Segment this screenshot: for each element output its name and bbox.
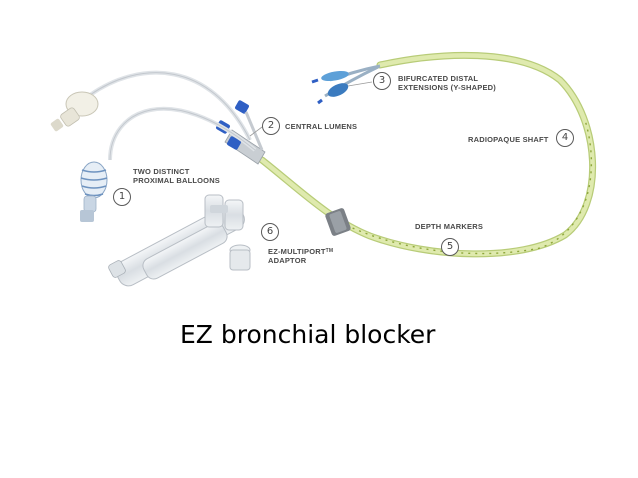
trademark: TM (325, 248, 334, 254)
label-central-lumens: CENTRAL LUMENS (285, 122, 358, 131)
label-line-1: BIFURCATED DISTAL (398, 74, 479, 83)
label-depth-markers: DEPTH MARKERS (415, 222, 484, 231)
depth-markers (339, 119, 593, 255)
label-line-1: TWO DISTINCT (133, 167, 190, 176)
bifurcated-distal-extensions (311, 64, 381, 105)
central-lumens-hub (216, 100, 266, 165)
label-two-distinct-proximal-balloons: TWO DISTINCT PROXIMAL BALLOONS (133, 167, 220, 185)
marker-4: 4 (556, 129, 574, 147)
marker-3: 3 (373, 72, 391, 90)
adaptor-name: EZ-MULTIPORT (268, 247, 326, 256)
slide-caption: EZ bronchial blocker (180, 320, 436, 349)
label-line-2: EXTENSIONS (Y-SHAPED) (398, 83, 496, 92)
shaft-connector (325, 208, 351, 236)
label-ez-multiport-adaptor: EZ-MULTIPORTTM ADAPTOR (268, 247, 333, 265)
marker-6: 6 (261, 223, 279, 241)
label-bifurcated-distal-extensions: BIFURCATED DISTAL EXTENSIONS (Y-SHAPED) (398, 74, 496, 92)
proximal-balloon-blue (80, 161, 108, 222)
label-line-1: EZ-MULTIPORTTM (268, 247, 333, 256)
label-line-2: PROXIMAL BALLOONS (133, 176, 221, 185)
ez-multiport-adaptor (108, 194, 251, 287)
label-radiopaque-shaft: RADIOPAQUE SHAFT (468, 135, 549, 144)
marker-1: 1 (113, 188, 131, 206)
marker-2: 2 (262, 117, 280, 135)
marker-5: 5 (441, 238, 459, 256)
label-line-2: ADAPTOR (268, 256, 307, 265)
proximal-balloon-white (50, 91, 99, 132)
